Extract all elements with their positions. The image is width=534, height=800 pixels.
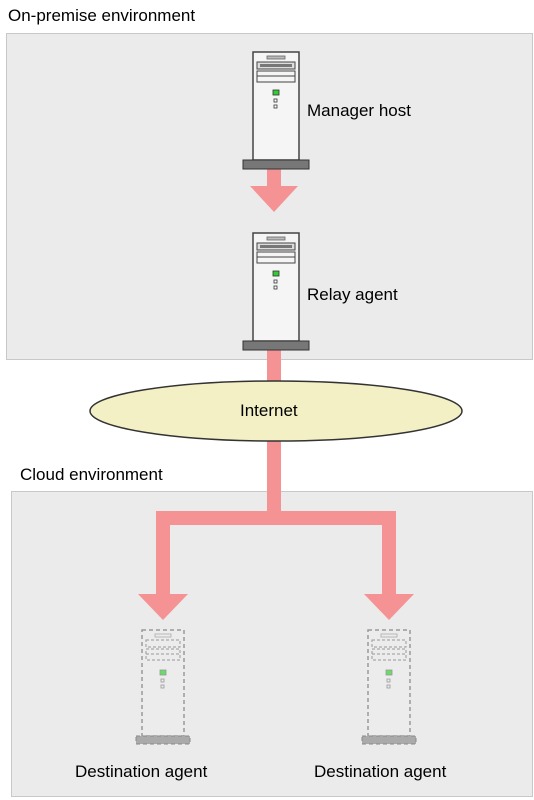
destination-agent-left-server-icon [135, 629, 191, 745]
arrowhead-left [138, 594, 188, 620]
arrowhead-right [364, 594, 414, 620]
internet-label: Internet [240, 401, 298, 420]
manager-host-label: Manager host [307, 101, 411, 120]
relay-agent-server-icon [242, 232, 310, 351]
internet-ellipse [89, 380, 463, 442]
manager-host-server-icon [242, 51, 310, 170]
destination-agent-right-server-icon [361, 629, 417, 745]
branch-horizontal-line [156, 511, 396, 525]
relay-agent-label: Relay agent [307, 285, 398, 304]
manager-to-relay-arrow [250, 168, 298, 212]
branch-left-line [156, 511, 170, 595]
cloud-environment-zone [11, 491, 533, 797]
branch-right-line [382, 511, 396, 595]
cloud-environment-label: Cloud environment [20, 465, 163, 484]
destination-agent-left-label: Destination agent [75, 762, 208, 781]
destination-agent-right-label: Destination agent [314, 762, 447, 781]
on-premise-environment-label: On-premise environment [8, 6, 196, 25]
